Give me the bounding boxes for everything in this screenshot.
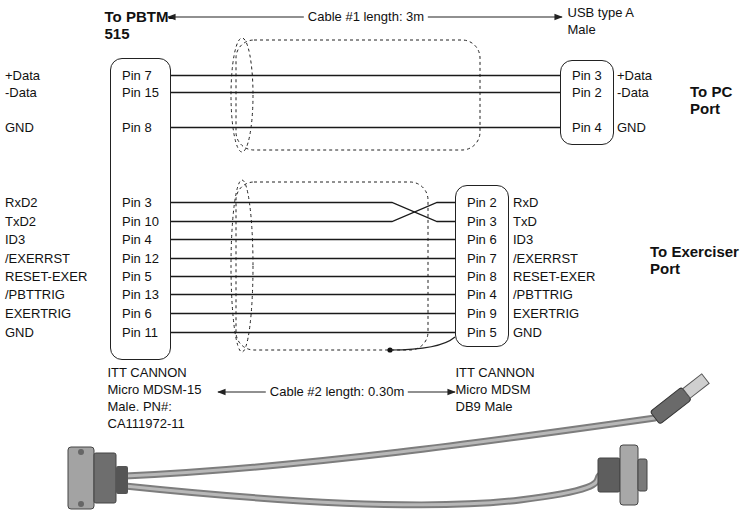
db15-shell: [68, 447, 94, 509]
signal-name: RxD: [513, 194, 538, 212]
pin-number: Pin 7: [122, 67, 152, 85]
pin-number: Pin 9: [467, 305, 497, 323]
signal-name: -Data: [617, 84, 649, 102]
signal-name: GND: [617, 119, 646, 137]
wire: [171, 127, 560, 128]
db9-body: [598, 458, 620, 492]
wire: [171, 313, 455, 314]
pin-number: Pin 7: [467, 250, 497, 268]
pin-number: Pin 12: [122, 250, 159, 268]
db15-body: [94, 453, 116, 503]
pin-number: Pin 10: [122, 213, 159, 231]
jack-screw: [78, 449, 84, 455]
pin-number: Pin 4: [122, 231, 152, 249]
pbtm-connector: To PBTM-515Pin 7Pin 15Pin 8Pin 3Pin 10Pi…: [110, 58, 171, 360]
cable-shield-end: [231, 180, 253, 352]
pin-number: Pin 4: [572, 119, 602, 137]
signal-name: /PBTTRIG: [5, 286, 65, 304]
length-label: Cable #1 length: 3m: [304, 8, 428, 26]
cable-highlight: [125, 474, 602, 505]
wire: [171, 75, 560, 76]
connector-part-number: ITT CANNON Micro MDSM DB9 Male: [456, 364, 548, 415]
wire: [171, 203, 455, 222]
wire: [171, 276, 455, 277]
cable-highlight: [125, 418, 655, 476]
wire: [171, 332, 455, 333]
signal-name: RxD2: [5, 194, 38, 212]
db9-shell: [620, 445, 638, 505]
wire: [171, 203, 455, 222]
connector-part-number: ITT CANNON Micro MDSM-15 Male. PN#: CA11…: [108, 364, 208, 432]
wire: [171, 294, 455, 295]
signal-name: RESET-EXER: [513, 268, 595, 286]
pin-number: Pin 8: [467, 268, 497, 286]
strain-relief: [116, 466, 128, 494]
cable-jacket: [125, 474, 602, 505]
signal-name: GND: [513, 324, 542, 342]
pin-number: Pin 2: [467, 194, 497, 212]
pin-number: Pin 8: [122, 119, 152, 137]
pin-number: Pin 6: [467, 231, 497, 249]
pin-number: Pin 15: [122, 84, 159, 102]
pin-number: Pin 4: [467, 286, 497, 304]
connector-heading: To PBTM-515: [105, 8, 197, 42]
signal-name: /PBTTRIG: [513, 286, 573, 304]
length-label: Cable #2 length: 0.30m: [266, 383, 408, 401]
usb-connector: USB type A MalePin 3Pin 2Pin 4: [560, 60, 614, 145]
signal-name: EXERTRIG: [513, 305, 579, 323]
signal-name: ID3: [5, 231, 25, 249]
wire: [171, 92, 560, 93]
pin-number: Pin 5: [467, 324, 497, 342]
signal-name: /EXERRST: [5, 250, 70, 268]
pin-number: Pin 6: [122, 305, 152, 323]
pin-number: Pin 3: [572, 67, 602, 85]
signal-name: -Data: [5, 84, 37, 102]
cable-jacket: [125, 418, 655, 476]
db9-connector: Pin 2Pin 3Pin 6Pin 7Pin 8Pin 4Pin 9Pin 5…: [455, 185, 509, 347]
port-label: To PC Port: [690, 83, 746, 117]
pin-number: Pin 5: [122, 268, 152, 286]
signal-name: +Data: [5, 67, 40, 85]
port-label: To Exerciser Port: [650, 243, 746, 277]
cable-shield: [236, 182, 428, 350]
jack-screw: [78, 501, 84, 507]
signal-name: TxD2: [5, 213, 36, 231]
signal-name: EXERTRIG: [5, 305, 71, 323]
usb-plug: [650, 372, 710, 424]
signal-name: /EXERRST: [513, 250, 578, 268]
signal-name: ID3: [513, 231, 533, 249]
wire: [171, 258, 455, 259]
shield-drain-wire: [390, 337, 455, 350]
pin-number: Pin 11: [122, 324, 158, 342]
signal-name: RESET-EXER: [5, 268, 87, 286]
signal-name: GND: [5, 324, 34, 342]
db9-face: [638, 459, 647, 491]
pin-number: Pin 3: [122, 194, 152, 212]
pin-number: Pin 13: [122, 286, 159, 304]
signal-name: TxD: [513, 213, 537, 231]
connector-part-number: USB type A Male: [568, 4, 644, 38]
signal-name: +Data: [617, 67, 652, 85]
signal-name: GND: [5, 119, 34, 137]
usb-plug-body: [650, 387, 691, 424]
pin-number: Pin 2: [572, 84, 602, 102]
usb-plug-metal: [683, 374, 709, 398]
cable-shield: [236, 40, 480, 150]
cable-shield-end: [231, 38, 253, 152]
pin-number: Pin 3: [467, 213, 497, 231]
wire: [171, 239, 455, 240]
